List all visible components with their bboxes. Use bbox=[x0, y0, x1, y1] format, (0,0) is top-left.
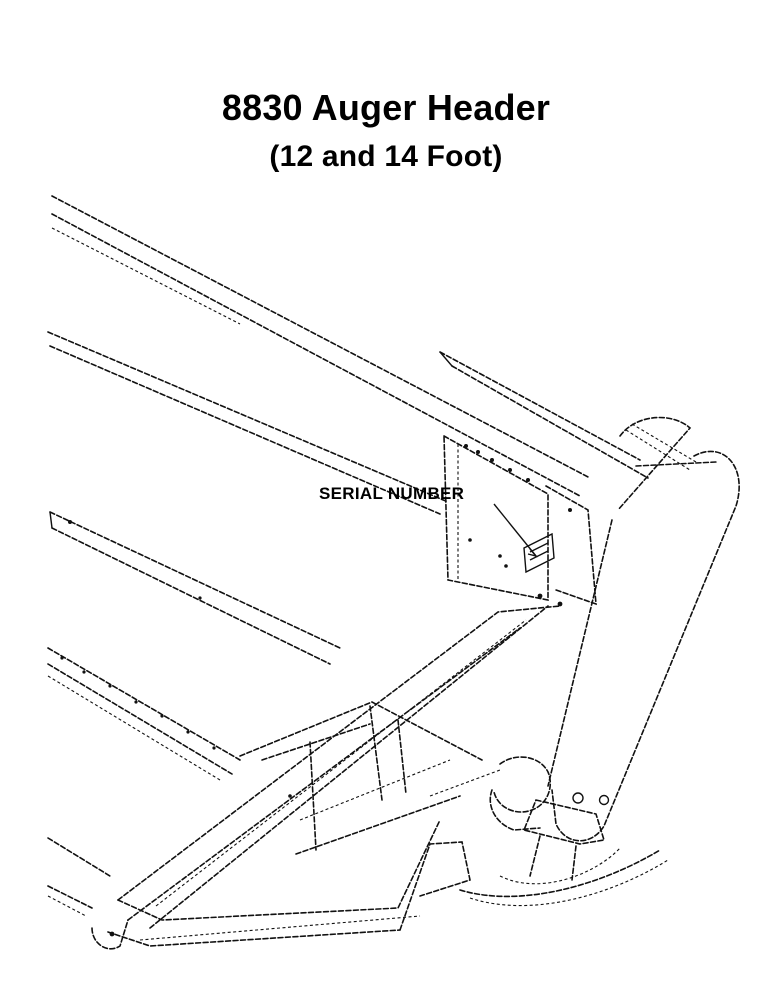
upright-bracket bbox=[537, 485, 597, 607]
front-bottom-rail bbox=[91, 819, 471, 950]
page-subtitle: (12 and 14 Foot) bbox=[269, 140, 503, 173]
serial-number-plate bbox=[493, 503, 555, 574]
side-plate bbox=[443, 434, 549, 601]
drive-housing bbox=[547, 416, 740, 842]
rear-rail bbox=[439, 351, 649, 479]
mid-cross-member bbox=[49, 511, 341, 665]
serial-number-callout: SERIAL NUMBER bbox=[319, 484, 465, 503]
page-title: 8830 Auger Header bbox=[221, 87, 551, 128]
auger-header-drawing bbox=[47, 195, 740, 950]
bottom-skid bbox=[47, 837, 111, 917]
second-frame-tube bbox=[47, 331, 449, 515]
auger-tube-end bbox=[429, 756, 552, 831]
mounting-bracket bbox=[499, 799, 621, 885]
upper-frame-tube bbox=[51, 195, 591, 497]
main-diagonal-arm bbox=[117, 605, 561, 929]
ground-curve bbox=[459, 849, 669, 907]
lower-cross-member bbox=[47, 647, 241, 781]
inner-truss bbox=[239, 701, 483, 855]
